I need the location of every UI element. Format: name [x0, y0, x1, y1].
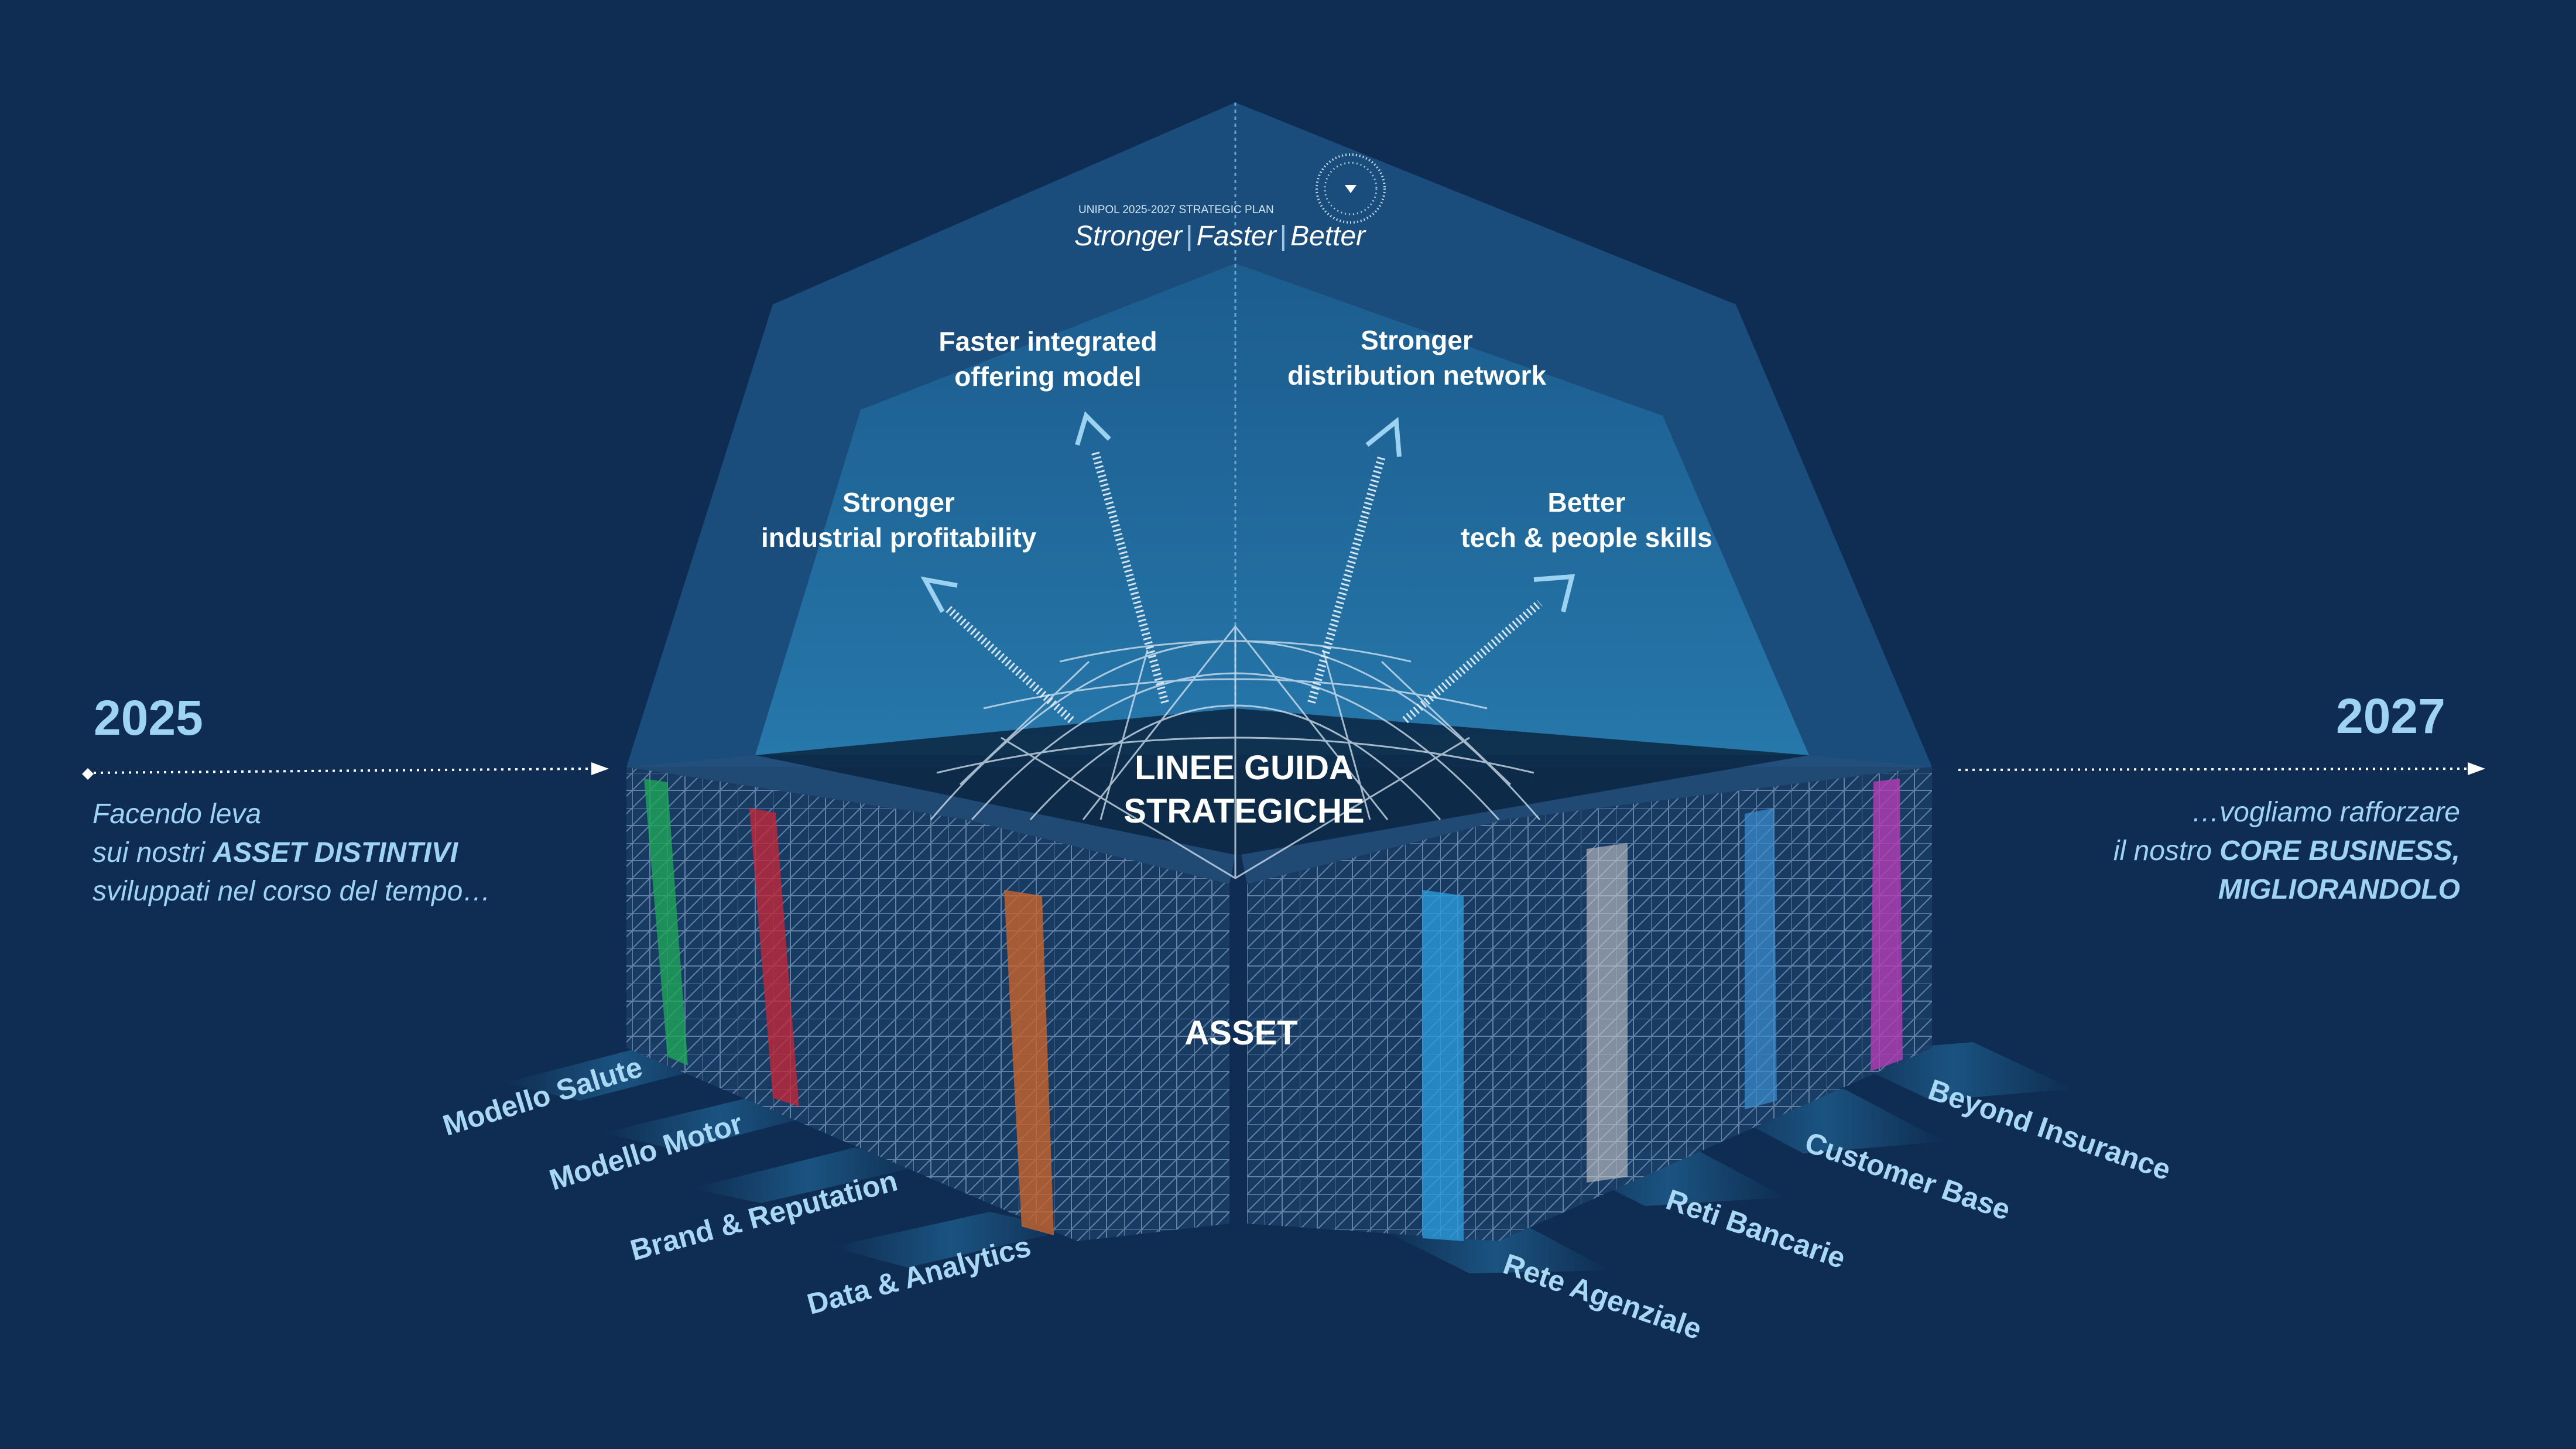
inner-light-beam: [755, 263, 1809, 755]
brand-tagline: Stronger|Faster|Better: [1074, 221, 1366, 252]
stripe-beyond-insurance: [1871, 779, 1903, 1071]
top-opening: [755, 708, 1809, 855]
brand-word-stronger: Stronger: [1074, 221, 1183, 252]
unipol-dotted-circle-icon: [1316, 153, 1386, 224]
asset-title: ASSET: [1184, 1014, 1298, 1052]
end-year: 2027: [2336, 688, 2445, 744]
stripe-reti-bancarie: [1587, 843, 1628, 1183]
arrow-distribution-network: [1307, 417, 1402, 704]
start-year: 2025: [94, 690, 203, 745]
timeline-right-arrow: [1958, 762, 2485, 775]
right-intro-text: …vogliamo rafforzare il nostro CORE BUSI…: [2113, 797, 2460, 905]
stripe-customer-base: [1745, 808, 1777, 1109]
brand-plan-caption: UNIPOL 2025-2027 STRATEGIC PLAN: [1078, 204, 1274, 216]
left-intro-text: Facendo leva sui nostri ASSET DISTINTIVI…: [93, 799, 491, 907]
brand-word-better: Better: [1290, 221, 1366, 252]
stripe-modello-salute: [644, 779, 688, 1066]
geodesic-dome: [930, 625, 1541, 879]
timeline-left-arrow: [82, 762, 609, 780]
arrow-industrial-profitability: [920, 576, 1074, 724]
stripe-modello-motor: [749, 808, 799, 1107]
stripe-rete-agenziale: [1423, 890, 1464, 1241]
arrow-tech-people-skills: [1402, 574, 1575, 724]
brand-word-faster: Faster: [1196, 221, 1276, 252]
stripe-data-analytics: [1004, 890, 1054, 1235]
arrow-integrated-offering: [1075, 411, 1169, 704]
